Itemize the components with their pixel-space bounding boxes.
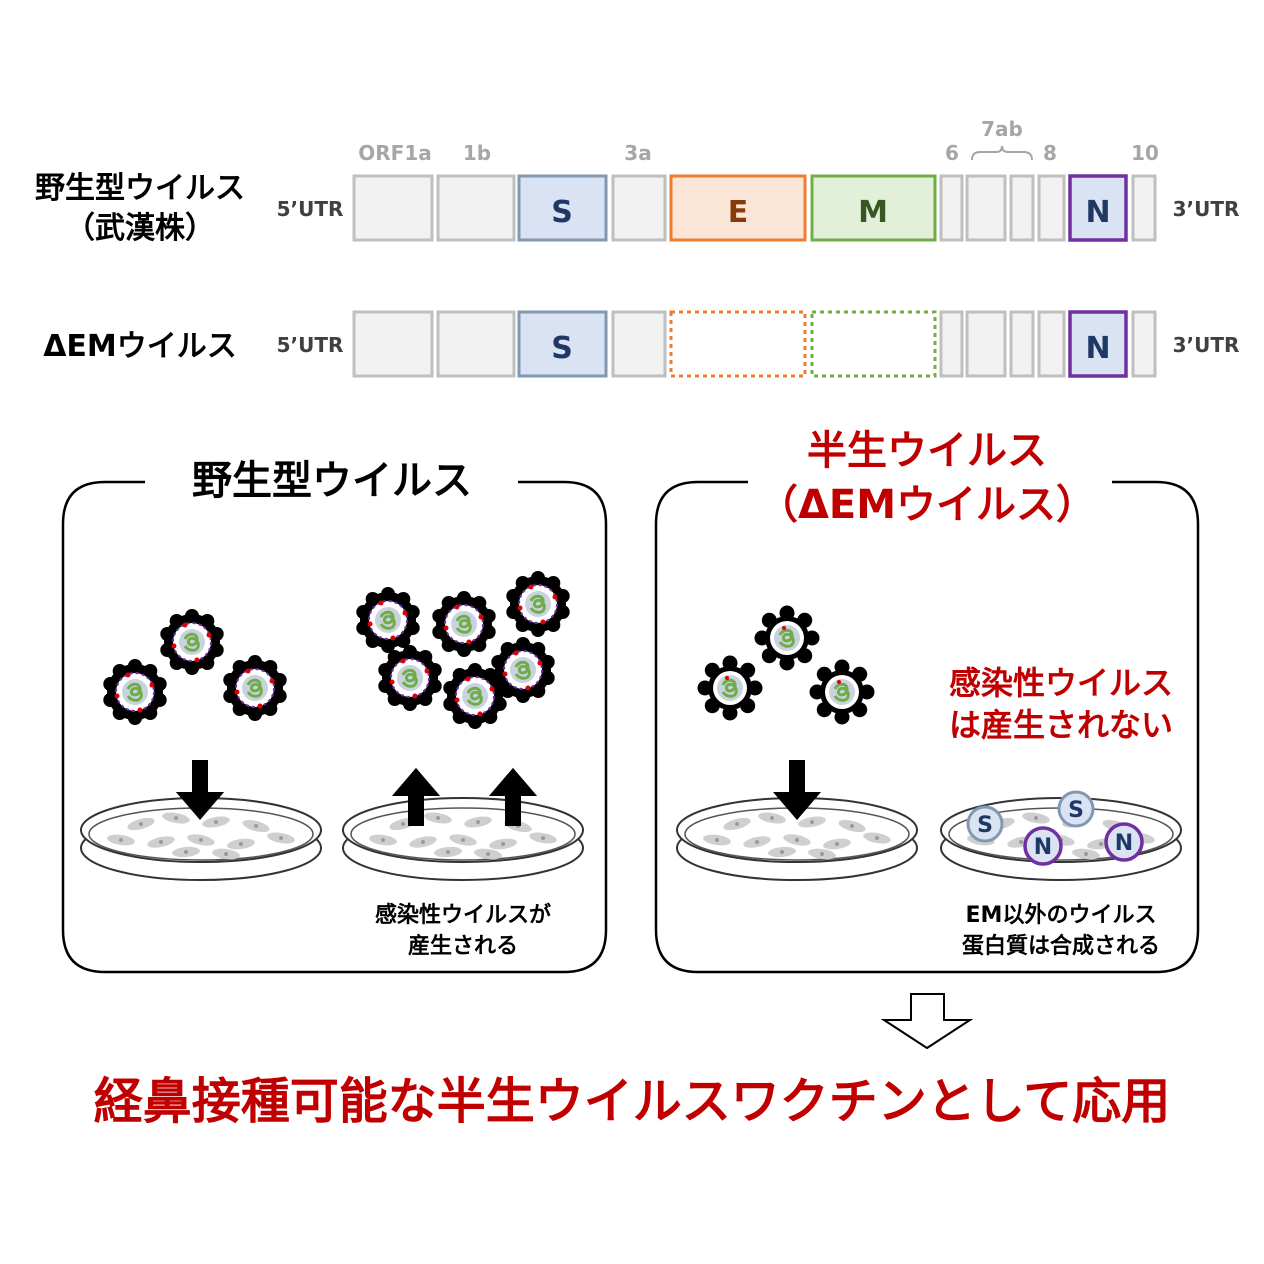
wt-utr5: 5’UTR [277,197,344,221]
dem-gene-n-box [1068,310,1128,378]
wild-type-panel-title: 野生型ウイルス [192,458,472,504]
dem-note-2: は産生されない [949,706,1173,744]
wt-gene-n-box [1068,174,1128,242]
label-3a: 3a [624,141,651,165]
dem-panel-title-1: 半生ウイルス [807,428,1047,474]
wt-gene-n: N [1085,195,1110,230]
wild-type-caption-2: 産生される [408,933,518,959]
dem-genome-row: S N [352,310,1157,378]
protein-s-1: S [966,805,1004,843]
dem-genome-label: ΔEMウイルス [43,329,237,364]
bracket-7ab [971,145,1033,161]
dem-infection-arrow-down-icon [773,760,821,820]
protein-n-2: N [1104,822,1144,862]
protein-n-1: N [1023,826,1063,866]
wt-genome-label: 野生型ウイルス [35,171,245,206]
dem-panel-title-2: （ΔEMウイルス） [758,482,1096,528]
label-orf1b: 1b [463,141,491,165]
label-10: 10 [1131,141,1159,165]
dem-utr5: 5’UTR [277,333,344,357]
wt-gene-s-box [517,174,608,242]
dem-caption-1: EM以外のウイルス [966,902,1157,928]
svg-text:S: S [1068,798,1084,823]
svg-text:N: N [1115,831,1133,856]
wt-genome-row: S E M N [352,174,1157,242]
conclusion-text: 経鼻接種可能な半生ウイルスワクチンとして応用 [94,1073,1171,1130]
wt-gene-e-box [669,174,807,242]
wt-gene-m: M [858,195,888,230]
dem-gene-n: N [1085,331,1110,366]
label-7ab: 7ab [981,117,1023,141]
wild-type-caption-1: 感染性ウイルスが [375,902,551,928]
label-6: 6 [945,141,959,165]
dem-gene-s: S [551,331,573,366]
wt-gene-s: S [551,195,573,230]
label-8: 8 [1043,141,1057,165]
wt-gene-e: E [728,195,749,230]
svg-text:S: S [977,813,993,838]
dem-caption-2: 蛋白質は合成される [962,933,1160,959]
dem-gene-s-box [517,310,608,378]
dem-utr3: 3’UTR [1173,333,1240,357]
dem-panel-frame [654,480,1200,974]
wild-type-panel-frame [61,480,608,974]
dem-gene-m-deleted [810,310,937,378]
label-orf1a: ORF1a [358,141,431,165]
genome-map: 野生型ウイルス （武漢株） ΔEMウイルス 5’UTR 3’UTR 5’UTR … [35,117,1240,378]
wild-type-panel: 野生型ウイルス 感染性ウイルスが 産生される [61,458,608,974]
wt-strain-label: （武漢株） [65,211,215,246]
dem-panel: 半生ウイルス （ΔEMウイルス） 感染性ウイルス は産生されない S S N N… [654,428,1200,974]
protein-s-2: S [1057,790,1095,828]
outline-arrow-down-icon [880,993,974,1050]
wt-utr3: 3’UTR [1173,197,1240,221]
svg-text:N: N [1034,835,1052,860]
dem-gene-e-deleted [669,310,807,378]
wt-gene-m-box [810,174,937,242]
dem-note-1: 感染性ウイルス [949,664,1173,702]
